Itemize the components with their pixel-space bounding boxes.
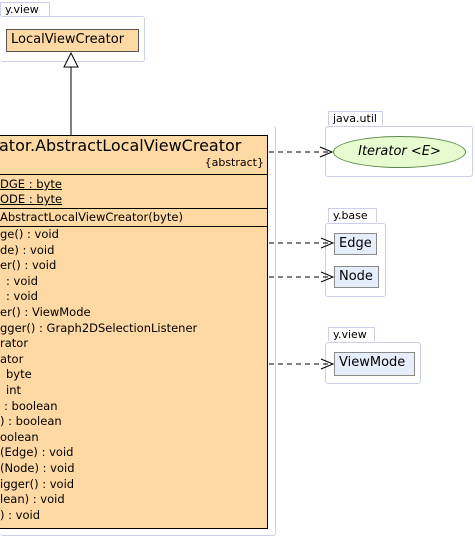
class-name: Node (339, 269, 373, 284)
generalization-arrowhead (63, 51, 79, 68)
method-11: int (6, 383, 21, 397)
method-2: de) : void (0, 242, 55, 257)
class-name: Edge (339, 236, 372, 251)
class-view-mode[interactable]: ViewMode (334, 352, 415, 376)
method-9: ator (0, 351, 24, 366)
method-16: (Node) : void (0, 461, 75, 475)
method-19: ) : void (0, 507, 41, 522)
method-14: oolean (0, 429, 39, 444)
field-edge: DGE : byte (0, 177, 62, 191)
method-12: : boolean (4, 398, 58, 413)
package-tab-y-view-top: y.view (0, 2, 50, 16)
method-17: igger() : void (0, 476, 75, 491)
class-edge[interactable]: Edge (334, 233, 377, 255)
interface-name: Iterator <E> (358, 144, 441, 159)
class-title: ator.AbstractLocalViewCreator (0, 136, 242, 155)
package-label: y.base (333, 209, 368, 222)
arrowhead-node (320, 271, 335, 283)
method-1: ge() : void (0, 227, 59, 241)
class-stereotype: {abstract} (204, 156, 264, 169)
interface-iterator[interactable]: Iterator <E> (333, 136, 466, 168)
class-node[interactable]: Node (334, 266, 379, 288)
method-5: : void (6, 289, 38, 304)
method-8: rator (0, 336, 29, 351)
package-label: java.util (333, 112, 377, 125)
arrowhead-viewmode (320, 358, 335, 370)
package-label: y.view (5, 3, 39, 16)
package-label: y.view (333, 328, 367, 341)
class-name: ViewMode (339, 355, 406, 370)
divider-constructors (0, 226, 267, 227)
package-tab-java-util: java.util (328, 111, 383, 125)
method-15: (Edge) : void (0, 445, 74, 460)
arrowhead-edge (320, 237, 335, 249)
arrowhead-iterator (319, 146, 334, 158)
method-13: ) : boolean (0, 414, 62, 429)
class-abstract-local-view-creator[interactable]: ator.AbstractLocalViewCreator {abstract}… (0, 135, 268, 529)
field-node: ODE : byte (0, 192, 63, 206)
method-18: lean) : void (0, 492, 65, 507)
method-3: er() : void (0, 258, 57, 273)
class-local-view-creator[interactable]: LocalViewCreator (6, 29, 139, 52)
package-tab-y-base: y.base (328, 208, 377, 222)
method-10: byte (6, 367, 32, 382)
method-6: er() : ViewMode (0, 305, 91, 319)
method-7: gger() : Graph2DSelectionListener (0, 320, 198, 335)
divider-title (0, 174, 267, 175)
constructor: AbstractLocalViewCreator(byte) (0, 210, 183, 224)
divider-fields (0, 208, 267, 209)
class-name: LocalViewCreator (11, 32, 125, 47)
method-4: : void (6, 273, 38, 288)
package-tab-y-view-bottom: y.view (328, 327, 375, 341)
